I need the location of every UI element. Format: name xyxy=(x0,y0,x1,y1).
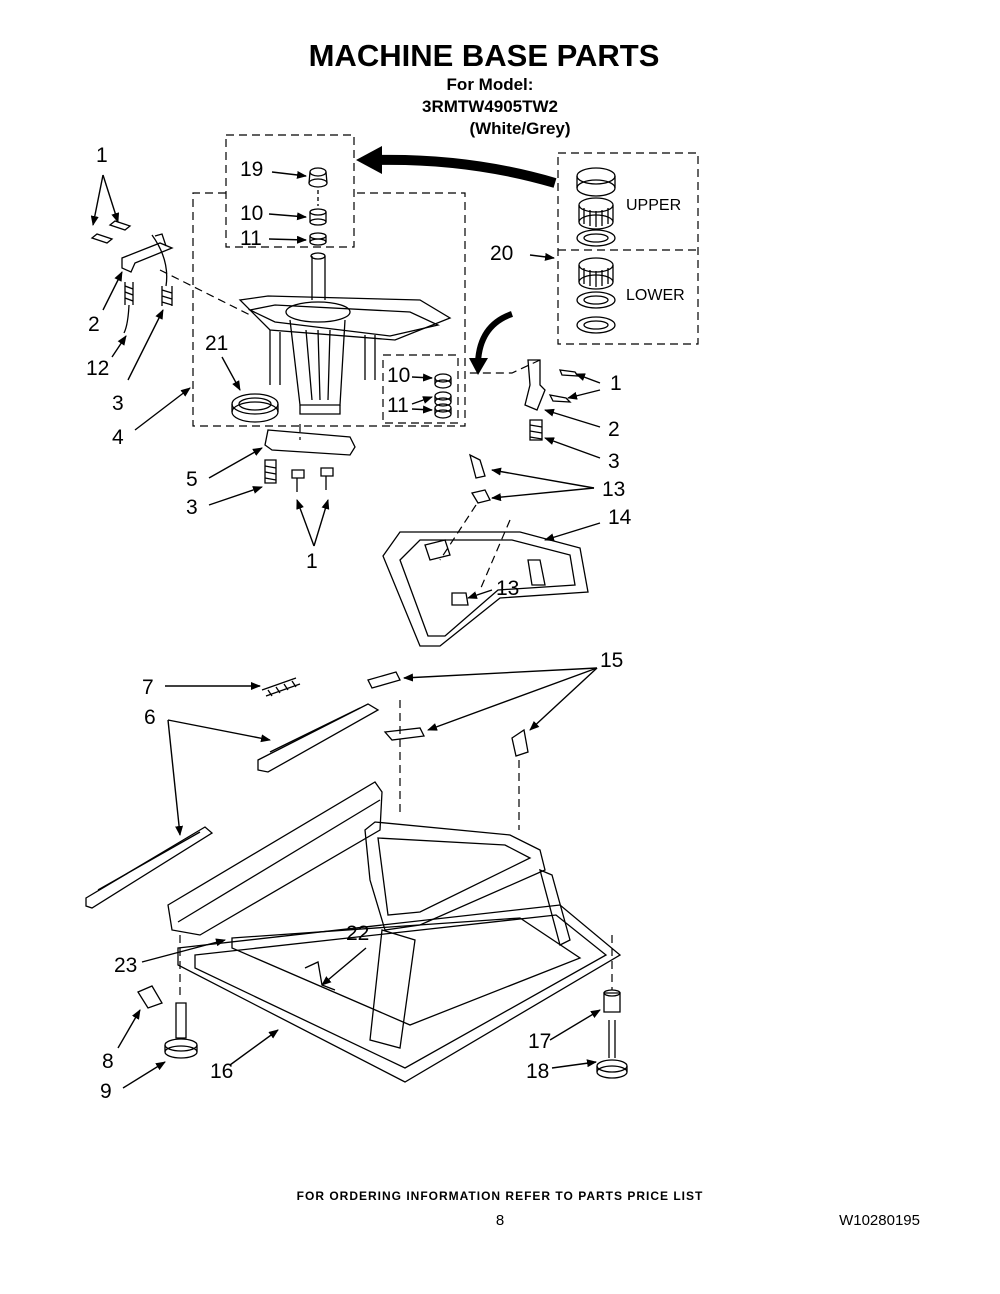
callout-8: 8 xyxy=(102,1050,114,1073)
upper-bearing-curved-arrow xyxy=(375,154,557,188)
callout-23: 23 xyxy=(114,954,137,977)
bearing-stack-illustration xyxy=(308,167,328,246)
callout-6: 6 xyxy=(144,706,156,729)
callout-4: 4 xyxy=(112,426,124,449)
callout-22: 22 xyxy=(346,922,369,945)
bearing-kit-box xyxy=(557,152,699,345)
callout-3c: 3 xyxy=(186,496,198,519)
ordering-note: FOR ORDERING INFORMATION REFER TO PARTS … xyxy=(296,1189,704,1203)
lower-bearing-curved-arrow xyxy=(475,311,514,363)
callout-9: 9 xyxy=(100,1080,112,1103)
callout-10b: 10 xyxy=(387,364,410,387)
callout-3b: 3 xyxy=(608,450,620,473)
lower-bushing-box xyxy=(382,354,459,424)
callout-2b: 2 xyxy=(608,418,620,441)
page-number: 8 xyxy=(495,1212,505,1229)
springs-channels-illustration xyxy=(85,671,529,909)
callout-21: 21 xyxy=(205,332,228,355)
callout-10a: 10 xyxy=(240,202,263,225)
callout-15: 15 xyxy=(600,649,623,672)
callout-1c: 1 xyxy=(306,550,318,573)
color-line: (White/Grey) xyxy=(469,119,571,138)
callout-7: 7 xyxy=(142,676,154,699)
callout-numbers: 1 2 12 3 4 19 10 11 20 21 10 11 1 2 3 5 … xyxy=(86,144,632,1103)
bearing-kit-illustration xyxy=(576,167,616,334)
document-number: W10280195 xyxy=(839,1212,920,1229)
legs-feet-illustration xyxy=(137,985,628,1079)
center-bracket-illustration xyxy=(264,429,356,492)
upper-bearing-label: UPPER xyxy=(626,197,681,214)
leader-arrows xyxy=(90,170,601,1089)
callout-1a: 1 xyxy=(96,144,108,167)
callout-17: 17 xyxy=(528,1030,551,1053)
callout-16: 16 xyxy=(210,1060,233,1083)
frame-14-illustration xyxy=(382,453,589,647)
callout-11b: 11 xyxy=(387,394,409,417)
right-bracket-illustration xyxy=(524,359,580,441)
lower-bearing-label: LOWER xyxy=(626,287,685,304)
callout-13b: 13 xyxy=(496,577,519,600)
callout-18: 18 xyxy=(526,1060,549,1083)
machine-base-illustration xyxy=(167,781,622,1083)
callout-5: 5 xyxy=(186,468,198,491)
dashed-group-boxes xyxy=(159,134,699,1000)
callout-2a: 2 xyxy=(88,313,100,336)
callout-3a: 3 xyxy=(112,392,124,415)
transmission-illustration xyxy=(231,252,452,423)
page-title: MACHINE BASE PARTS xyxy=(308,38,660,73)
callout-1b: 1 xyxy=(610,372,622,395)
model-line: For Model: 3RMTW4905TW2 xyxy=(421,75,559,116)
bearing-stack-box xyxy=(225,134,355,248)
callout-14: 14 xyxy=(608,506,632,529)
callout-19: 19 xyxy=(240,158,263,181)
model-info: For Model: 3RMTW4905TW2 (White/Grey) xyxy=(390,74,590,140)
callout-11a: 11 xyxy=(240,227,262,250)
callout-20: 20 xyxy=(490,242,513,265)
transmission-box xyxy=(192,192,466,427)
callout-13a: 13 xyxy=(602,478,625,501)
left-bracket-illustration xyxy=(90,220,174,334)
callout-12: 12 xyxy=(86,357,109,380)
